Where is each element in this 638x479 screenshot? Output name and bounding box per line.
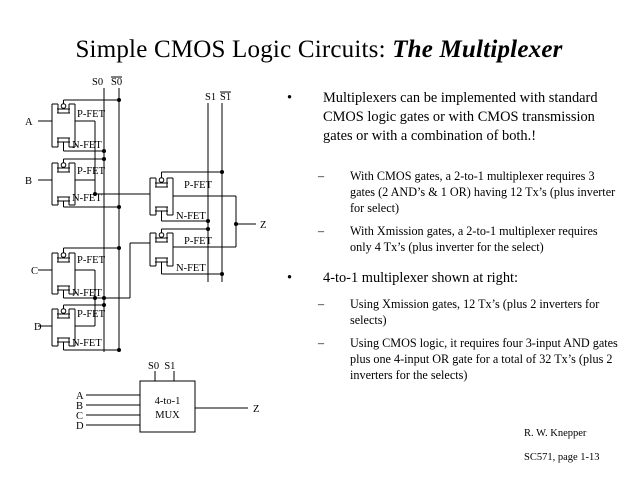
nfet-label-stage2-bottom: N-FET <box>176 263 206 274</box>
sub-bullet-marker: – <box>318 336 325 350</box>
mux-input-b: B <box>76 401 83 412</box>
pfet-label-stage2-bottom: P-FET <box>184 236 213 247</box>
sub-bullet-text: With Xmission gates, a 2-to-1 multiplexe… <box>350 224 598 254</box>
output-z-label: Z <box>260 220 266 231</box>
bullet-text: 4-to-1 multiplexer shown at right: <box>323 270 519 286</box>
nfet-label-d: N-FET <box>72 338 102 349</box>
input-b-label: B <box>25 176 32 187</box>
label-s1-bar: S1 <box>220 92 231 103</box>
input-d-label: D <box>34 322 42 333</box>
sub-bullet-2-2: – Using CMOS logic, it requires four 3-i… <box>318 335 618 383</box>
pfet-label-a: P-FET <box>77 109 106 120</box>
mux-input-d: D <box>76 421 84 432</box>
sub-bullet-1-1: – With CMOS gates, a 2-to-1 multiplexer … <box>318 168 618 216</box>
mux-input-c: C <box>76 411 83 422</box>
mux-box-line2: MUX <box>155 410 180 421</box>
footer-author: R. W. Knepper <box>524 428 587 439</box>
pfet-label-stage2-top: P-FET <box>184 180 213 191</box>
title-main: Simple CMOS Logic Circuits: <box>75 36 386 63</box>
sub-bullet-marker: – <box>318 297 325 311</box>
pfet-label-c: P-FET <box>77 255 106 266</box>
mux-select-caption: S0 S1 <box>148 361 175 372</box>
label-s0-bar: S0 <box>111 77 122 88</box>
nfet-label-a: N-FET <box>72 140 102 151</box>
bullet-2: • 4-to-1 multiplexer shown at right: <box>287 269 622 288</box>
pfet-label-d: P-FET <box>77 309 106 320</box>
sub-bullet-1-2: – With Xmission gates, a 2-to-1 multiple… <box>318 223 618 255</box>
nfet-label-c: N-FET <box>72 288 102 299</box>
title-emphasis: The Multiplexer <box>392 36 563 63</box>
sub-bullet-2-1: – Using Xmission gates, 12 Tx’s (plus 2 … <box>318 296 618 328</box>
mux-box-line1: 4-to-1 <box>155 396 181 407</box>
bullet-marker: • <box>287 270 293 286</box>
input-c-label: C <box>31 266 38 277</box>
pfet-label-b: P-FET <box>77 166 106 177</box>
mux-input-a: A <box>76 391 84 402</box>
sub-bullet-text: Using Xmission gates, 12 Tx’s (plus 2 in… <box>350 297 600 327</box>
sub-bullet-text: With CMOS gates, a 2-to-1 multiplexer re… <box>350 169 616 215</box>
sub-bullet-marker: – <box>318 169 325 183</box>
bullet-text: Multiplexers can be implemented with sta… <box>323 90 598 144</box>
input-a-label: A <box>25 117 33 128</box>
mux-output-z: Z <box>253 404 259 415</box>
nfet-label-b: N-FET <box>72 193 102 204</box>
nfet-label-stage2-top: N-FET <box>176 211 206 222</box>
sub-bullet-marker: – <box>318 224 325 238</box>
bullet-marker: • <box>287 90 293 106</box>
sub-bullet-text: Using CMOS logic, it requires four 3-inp… <box>350 336 618 382</box>
label-s0: S0 <box>92 77 103 88</box>
footer-page: SC571, page 1-13 <box>524 452 600 463</box>
label-s1: S1 <box>205 92 216 103</box>
slide-title: Simple CMOS Logic Circuits: The Multiple… <box>0 36 638 64</box>
bullet-1: • Multiplexers can be implemented with s… <box>287 89 622 146</box>
